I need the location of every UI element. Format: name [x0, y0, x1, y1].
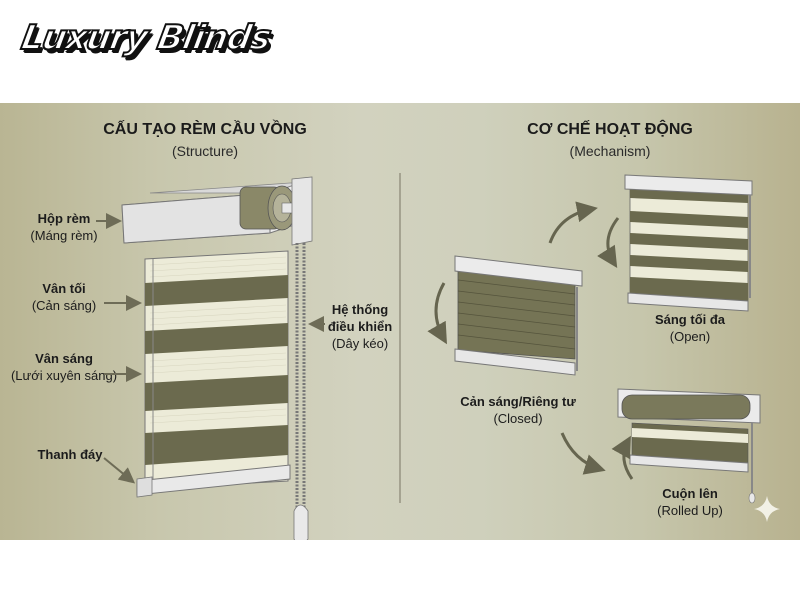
label-rolled-up: Cuộn lên(Rolled Up)	[657, 486, 723, 518]
label-open: Sáng tối đa(Open)	[654, 312, 726, 344]
label-cassette: Hộp rèm(Máng rèm)	[30, 211, 98, 243]
mechanism-subtitle: (Mechanism)	[569, 143, 651, 159]
structure-title: CẤU TẠO RÈM CẦU VỒNG	[103, 121, 307, 138]
label-closed: Cản sáng/Riêng tư(Closed)	[460, 394, 576, 426]
sparkle-icon	[754, 496, 780, 522]
label-light-stripe: Vân sáng(Lưới xuyên sáng)	[10, 351, 118, 383]
structure-blind-illustration	[121, 176, 313, 540]
structure-subtitle: (Structure)	[171, 143, 239, 159]
label-bottom-rail: Thanh đáy	[37, 447, 103, 462]
closed-blind-illustration	[454, 255, 583, 376]
brand-logo: Luxury Blinds	[17, 17, 274, 59]
label-dark-stripe: Vân tối(Cản sáng)	[31, 281, 97, 313]
diagram-illustrations	[96, 174, 761, 540]
rolled-up-blind-illustration	[617, 388, 761, 504]
infographic-panel: CẤU TẠO RÈM CẦU VỒNG (Structure) CƠ CHẾ …	[0, 103, 800, 540]
section-divider	[399, 173, 401, 503]
mechanism-title: CƠ CHẾ HOẠT ĐỘNG	[527, 121, 693, 138]
open-blind-illustration	[624, 174, 753, 312]
